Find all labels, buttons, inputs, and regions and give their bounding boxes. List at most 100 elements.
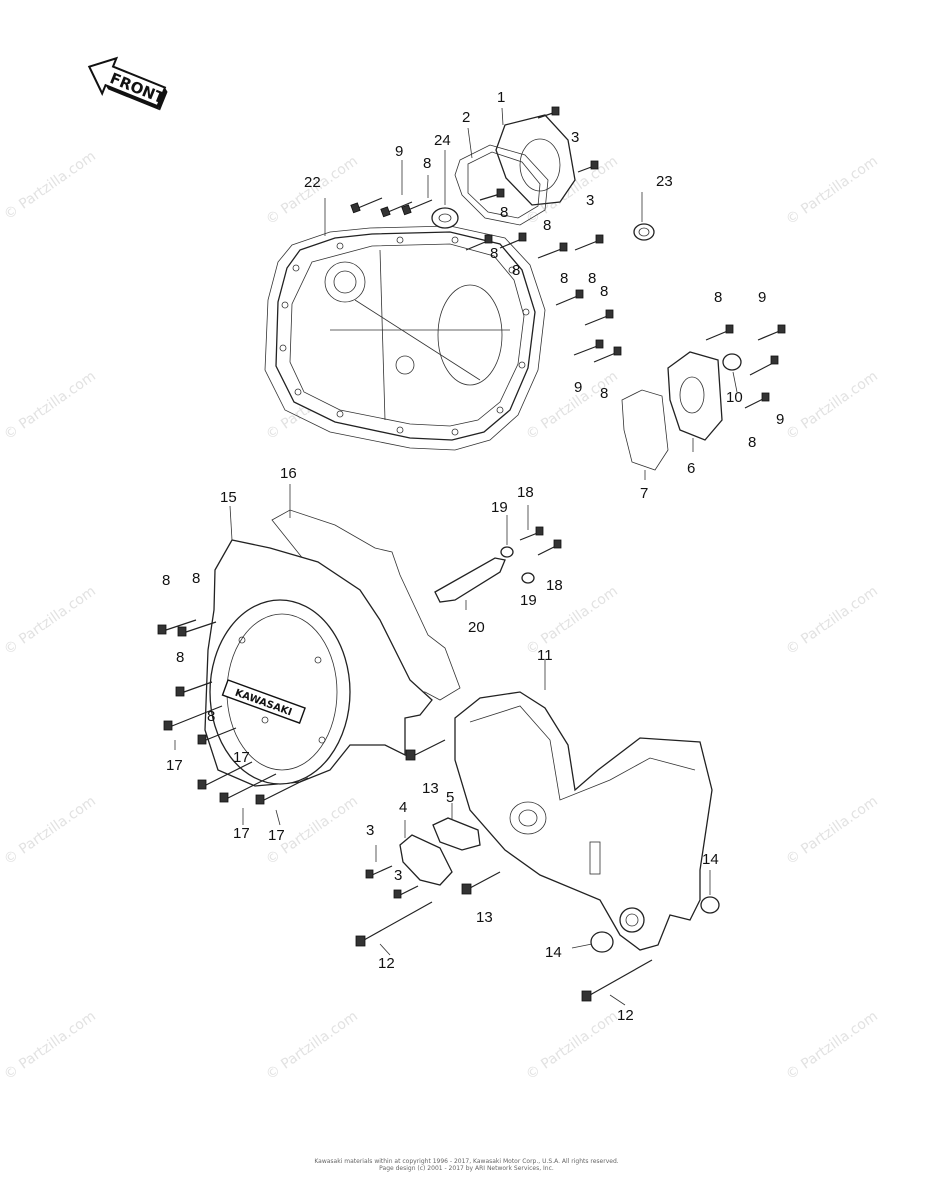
clutch-cover-group: [264, 106, 786, 471]
dome-screw: [318, 736, 326, 744]
cover-plate-5: [432, 817, 481, 851]
part-label: 8: [490, 245, 498, 262]
part-label: 9: [758, 289, 766, 306]
pickup-cover-6-boss: [679, 376, 705, 414]
bolt: [197, 727, 237, 745]
watermark-text: © Partzilla.com: [783, 153, 881, 228]
watermark-text: © Partzilla.com: [1, 583, 99, 658]
cover-cap-boss: [519, 138, 561, 192]
bolt: [537, 539, 562, 556]
part-label: 11: [537, 647, 553, 664]
part-label: 3: [586, 192, 594, 209]
bolt-set-top: [350, 106, 786, 409]
part-label: 17: [268, 827, 285, 844]
part-label: 2: [462, 109, 470, 126]
watermark-text: © Partzilla.com: [1, 1008, 99, 1083]
dome-screw: [261, 716, 269, 724]
watermark-text: © Partzilla.com: [783, 583, 881, 658]
part-label: 7: [640, 485, 648, 502]
bolt: [593, 346, 622, 363]
bolt: [380, 201, 413, 218]
bolt: [537, 106, 560, 119]
part-label: 3: [394, 867, 402, 884]
bolt: [577, 160, 599, 173]
bolt: [401, 199, 433, 216]
leader-lines-top: [324, 107, 738, 480]
pickup-cover-6: [667, 351, 723, 441]
bolt: [355, 901, 433, 947]
part-label: 6: [687, 460, 695, 477]
bolt: [365, 865, 393, 879]
bolt: [163, 705, 223, 731]
chain-cover-pivot-inner: [625, 913, 639, 927]
part-label: 8: [162, 572, 170, 589]
part-label: 5: [446, 789, 454, 806]
page-design-line: Page design (c) 2001 - 2017 by ARI Netwo…: [379, 1165, 554, 1172]
part-label: 8: [588, 270, 596, 287]
front-label: FRONT: [107, 69, 168, 107]
chain-cover-boss-inner: [518, 809, 538, 827]
part-label: 9: [395, 143, 403, 160]
chain-cover-group: [355, 691, 720, 1002]
washer-19: [521, 572, 535, 584]
front-arrow-icon: FRONT: [87, 56, 168, 111]
cover-boss-inner: [333, 270, 357, 294]
part-label: 12: [378, 955, 395, 972]
part-label: 3: [571, 129, 579, 146]
bolt-hole: [496, 406, 504, 414]
cover-boss: [324, 261, 366, 303]
bolt: [175, 681, 213, 697]
part-label: 3: [366, 822, 374, 839]
part-label: 17: [166, 757, 183, 774]
part-label: 19: [491, 499, 508, 516]
cover-rib: [354, 299, 481, 381]
leader-lines-bottom: [375, 660, 711, 1006]
part-label: 20: [468, 619, 485, 636]
chain-cover-label-plate: [589, 841, 601, 875]
part-label: 10: [726, 389, 743, 406]
bolt: [555, 289, 584, 306]
bolt-hole: [279, 344, 287, 352]
part-label: 8: [714, 289, 722, 306]
bolt: [405, 739, 446, 761]
watermark-text: © Partzilla.com: [1, 148, 99, 223]
part-label: 8: [600, 385, 608, 402]
bolt-hole: [396, 426, 404, 434]
cover-inner-rim: [289, 243, 525, 427]
part-label: 9: [776, 411, 784, 428]
part-label: 8: [512, 262, 520, 279]
part-labels: 1 2 3 3 24 9 8 22 8 8 8 8 23 8 8 8 9 8 9…: [162, 89, 784, 1024]
bolt: [757, 324, 786, 341]
bolt-hole: [396, 236, 404, 244]
cover-port: [395, 355, 415, 375]
bolt: [255, 777, 309, 805]
bolt: [749, 355, 779, 376]
cover-plate-4: [399, 834, 453, 886]
part-label: 8: [500, 204, 508, 221]
part-label: 12: [617, 1007, 634, 1024]
part-label: 13: [422, 780, 439, 797]
bolt: [177, 621, 217, 637]
cover-window: [437, 284, 503, 386]
bolt-hole: [336, 242, 344, 250]
pickup-gasket-7: [621, 389, 669, 471]
part-label: 17: [233, 825, 250, 842]
bolt: [744, 392, 770, 409]
bolt: [581, 959, 653, 1002]
part-label: 8: [207, 708, 215, 725]
part-label: 14: [702, 851, 719, 868]
cover-cap-gasket-2: [454, 144, 549, 226]
bolt-hole: [508, 266, 516, 274]
part-label: 8: [543, 217, 551, 234]
dome-screw: [238, 636, 246, 644]
part-label: 24: [434, 132, 451, 149]
dome-screw: [314, 656, 322, 664]
bolt: [584, 309, 614, 326]
watermark-text: © Partzilla.com: [1, 368, 99, 443]
part-label: 13: [476, 909, 493, 926]
bolt-hole: [451, 236, 459, 244]
part-label: 1: [497, 89, 505, 106]
oil-seal-24: [431, 207, 459, 229]
chain-cover-11-edge: [469, 705, 696, 801]
